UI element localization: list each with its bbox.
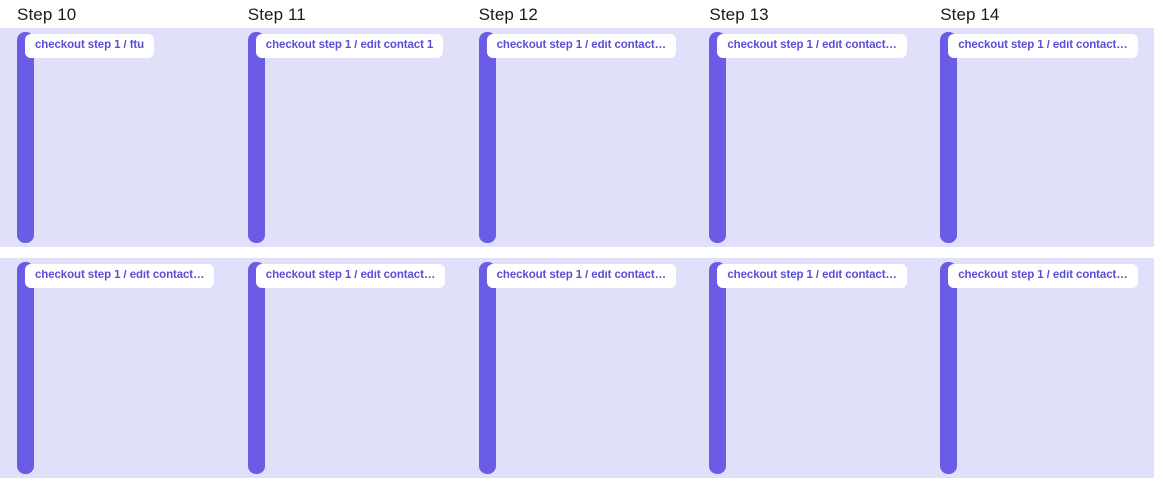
lane-row1-step13[interactable]: checkout step 1 / edit contact…	[692, 28, 924, 247]
step-title: Step 10	[17, 4, 77, 24]
step-title: Step 12	[478, 4, 538, 24]
lane-bar	[940, 32, 958, 243]
lane-row2-step10[interactable]: checkout step 1 / edit contact…	[0, 258, 231, 478]
lane-chip[interactable]: checkout step 1 / edit contact…	[25, 264, 215, 288]
lane-row-2: checkout step 1 / edit contact… checkout…	[0, 258, 1164, 478]
lane-row-1: checkout step 1 / ftu checkout step 1 / …	[0, 28, 1164, 247]
lane-bar	[247, 32, 265, 243]
lane-chip-label: checkout step 1 / edit contact…	[265, 270, 436, 282]
step-header-cell-1: Step 10	[0, 0, 231, 28]
lane-row1-step10[interactable]: checkout step 1 / ftu	[0, 28, 231, 247]
step-header-row: Step 10 Step 11 Step 12 Step 13 Step 14	[0, 0, 1164, 28]
lane-chip-label: checkout step 1 / ftu	[35, 40, 145, 52]
lane-row1-step14[interactable]: checkout step 1 / edit contact…	[923, 28, 1154, 247]
lane-chip-label: checkout step 1 / edit contact…	[35, 270, 205, 282]
step-title: Step 13	[709, 4, 769, 24]
step-header-cell-3: Step 12	[462, 0, 693, 28]
lane-chip[interactable]: checkout step 1 / edit contact…	[717, 264, 907, 288]
lane-row2-step14[interactable]: checkout step 1 / edit contact…	[923, 258, 1154, 478]
lane-bar	[478, 262, 496, 474]
lane-chip-label: checkout step 1 / edit contact…	[958, 270, 1128, 282]
lane-bar	[940, 262, 958, 474]
step-header-cell-4: Step 13	[692, 0, 923, 28]
lane-chip[interactable]: checkout step 1 / edit contact…	[717, 34, 907, 58]
lane-chip[interactable]: checkout step 1 / edit contact…	[486, 34, 677, 58]
lane-chip-label: checkout step 1 / edit contact…	[496, 270, 667, 282]
step-header-cell-2: Step 11	[231, 0, 462, 28]
lane-chip[interactable]: checkout step 1 / edit contact…	[486, 264, 677, 288]
step-title: Step 11	[247, 4, 306, 24]
lane-chip-label: checkout step 1 / edit contact…	[958, 40, 1128, 52]
step-header-cell-5: Step 14	[923, 0, 1154, 28]
lane-bar	[709, 32, 727, 243]
lane-bar	[247, 262, 265, 474]
lane-chip[interactable]: checkout step 1 / edit contact 1	[255, 34, 444, 58]
lane-chip-label: checkout step 1 / edit contact…	[727, 40, 897, 52]
lane-row1-step11[interactable]: checkout step 1 / edit contact 1	[230, 28, 462, 247]
lane-row1-step12[interactable]: checkout step 1 / edit contact…	[461, 28, 693, 247]
step-title: Step 14	[940, 4, 1000, 24]
lane-chip[interactable]: checkout step 1 / edit contact…	[255, 264, 446, 288]
lane-bar	[709, 262, 727, 474]
lane-chip-label: checkout step 1 / edit contact 1	[265, 40, 434, 52]
lane-chip[interactable]: checkout step 1 / ftu	[25, 34, 155, 58]
lane-bar	[478, 32, 496, 243]
lane-chip-label: checkout step 1 / edit contact…	[727, 270, 897, 282]
lane-row2-step12[interactable]: checkout step 1 / edit contact…	[461, 258, 693, 478]
lane-chip-label: checkout step 1 / edit contact…	[496, 40, 667, 52]
lane-bar	[17, 262, 34, 474]
lane-bar	[17, 32, 34, 243]
lane-row2-step13[interactable]: checkout step 1 / edit contact…	[692, 258, 924, 478]
lane-chip[interactable]: checkout step 1 / edit contact…	[948, 264, 1138, 288]
lane-chip[interactable]: checkout step 1 / edit contact…	[948, 34, 1138, 58]
lane-row2-step11[interactable]: checkout step 1 / edit contact…	[230, 258, 462, 478]
